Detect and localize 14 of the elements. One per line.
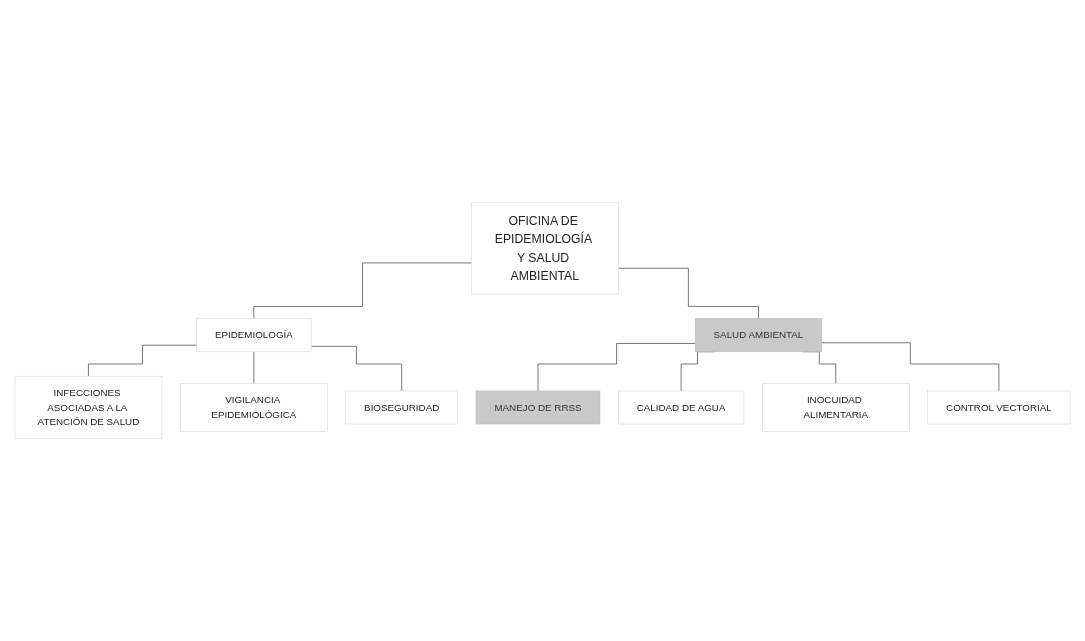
connector — [537, 343, 696, 392]
node-box: CONTROL VECTORIAL — [927, 390, 1071, 425]
connector — [310, 346, 402, 392]
node-box: VIGILANCIA EPIDEMIOLÓGICA — [180, 383, 328, 432]
node-box: MANEJO DE RRSS — [475, 390, 601, 425]
node-box: CALIDAD DE AGUA — [618, 390, 745, 425]
node-box: SALUD AMBIENTAL — [694, 318, 822, 353]
node-box: EPIDEMIOLOGÍA — [196, 318, 312, 353]
node-box: INFECCIONES ASOCIADAS A LA ATENCIÓN DE SALUD — [14, 375, 163, 440]
node-box: BIOSEGURIDAD — [345, 390, 458, 425]
node-box: INOCUIDAD ALIMENTARIA — [761, 383, 910, 432]
node-box: OFICINA DE EPIDEMIOLOGÍA Y SALUD AMBIENTAL — [470, 201, 619, 295]
connector — [88, 344, 197, 377]
connector — [253, 262, 472, 319]
